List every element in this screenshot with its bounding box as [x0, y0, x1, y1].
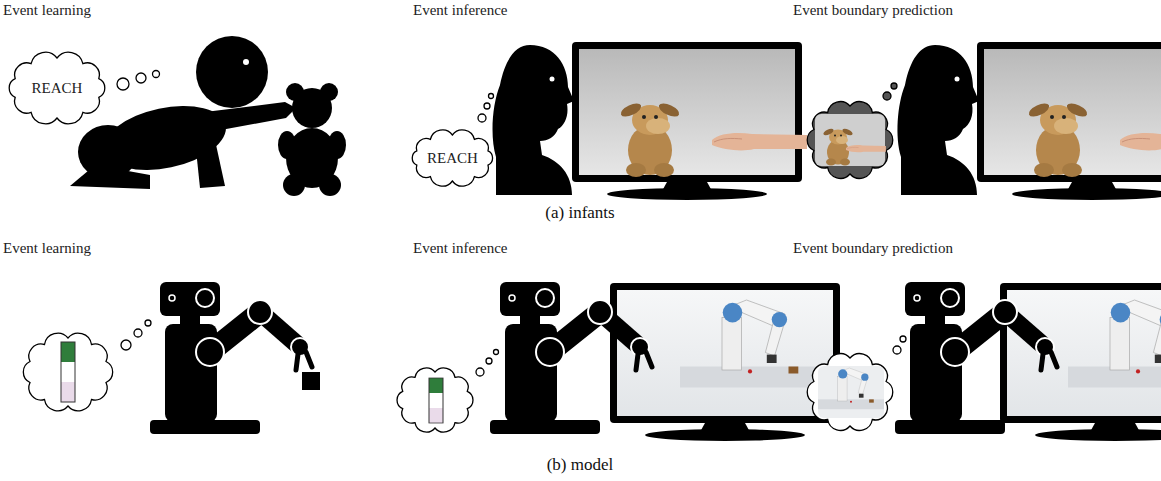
- panel-title: Event boundary prediction: [793, 2, 953, 19]
- cloud-outline: [9, 52, 105, 124]
- toy-image: [1027, 101, 1089, 177]
- panel-title: Event boundary prediction: [793, 240, 953, 257]
- event-label: REACH: [32, 80, 83, 97]
- baby-silhouette: [70, 36, 296, 189]
- child-head: [493, 45, 574, 195]
- subfigure-caption: (b) model: [547, 455, 614, 475]
- cloud-outline: [412, 130, 492, 186]
- panel-title: Event learning: [3, 2, 91, 19]
- thought-cloud: [23, 333, 112, 411]
- prediction-cloud: [807, 102, 893, 179]
- panel-title: Event inference: [413, 240, 508, 257]
- robot-silhouette: [490, 282, 652, 434]
- thought-cloud: REACH: [3, 48, 111, 128]
- thought-dots: [121, 320, 151, 350]
- monitor: [1000, 283, 1161, 441]
- robot-silhouette: [150, 282, 312, 434]
- hand-image: [846, 145, 886, 152]
- thought-dots: [117, 71, 160, 91]
- block: [302, 372, 320, 390]
- thought-dots: [476, 350, 499, 377]
- thought-cloud: [397, 368, 473, 432]
- prediction-image: [815, 114, 885, 166]
- robot-arm-image: [680, 300, 820, 388]
- thought-dots: [478, 94, 494, 123]
- event-bar: [61, 342, 75, 402]
- robot-arm-image: [818, 368, 884, 409]
- panel-title: Event inference: [413, 2, 508, 19]
- teddy-bear: [278, 83, 346, 196]
- hand-image: [712, 133, 807, 150]
- event-label: REACH: [427, 150, 478, 167]
- prediction-image: [818, 366, 884, 418]
- child-head: [898, 45, 979, 195]
- monitor: [977, 42, 1161, 200]
- toy-image: [619, 101, 681, 177]
- monitor: [610, 283, 840, 441]
- monitor: [572, 42, 802, 200]
- robot-arm-image: [1068, 300, 1161, 388]
- thought-cloud: REACH: [405, 125, 500, 191]
- thought-dots: [883, 83, 897, 100]
- robot-silhouette: [895, 282, 1057, 434]
- thought-dots: [893, 336, 906, 354]
- subfigure-caption: (a) infants: [545, 203, 614, 223]
- event-bar: [429, 378, 443, 423]
- panel-title: Event learning: [3, 240, 91, 257]
- hand-image: [1120, 133, 1161, 150]
- prediction-cloud: [807, 354, 893, 431]
